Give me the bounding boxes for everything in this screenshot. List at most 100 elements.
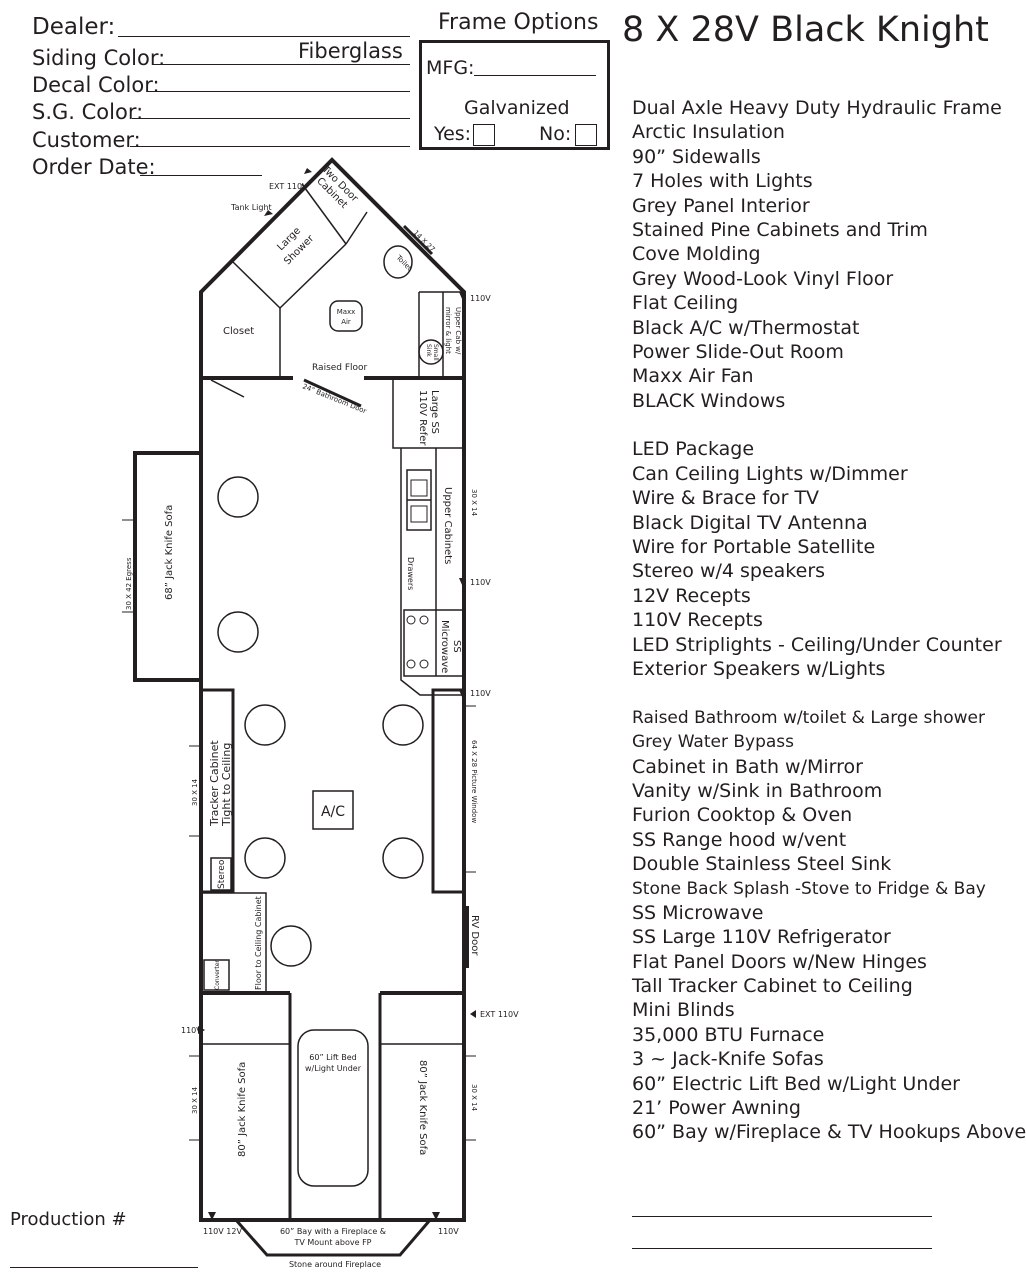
- window-30x14-bl-label: 30 X 14: [191, 1086, 199, 1114]
- bay-outline: [234, 1219, 432, 1257]
- stereo-box: [210, 857, 232, 891]
- window-14x27: [402, 224, 434, 256]
- galvanized-yes-checkbox[interactable]: [473, 124, 495, 146]
- microwave: [403, 609, 465, 677]
- floor-plan: EXT 110V Tank Light 110V Raised Floor 24…: [122, 157, 519, 1269]
- slide-out-room: [133, 451, 201, 682]
- egress-label: 30 X 42 Egress: [125, 557, 133, 610]
- customer-label: Customer:: [32, 128, 141, 152]
- siding-color-field[interactable]: [152, 64, 410, 65]
- feature-item: Black A/C w/Thermostat: [632, 316, 860, 339]
- raised-floor-label: Raised Floor: [312, 363, 368, 373]
- sofa-80-right-label: 80” Jack Knife Sofa: [417, 1060, 428, 1155]
- siding-color-label: Siding Color:: [32, 46, 166, 70]
- small-sink-label-2: Sink: [425, 344, 432, 357]
- decal-color-label: Decal Color:: [32, 73, 160, 97]
- feature-item: Flat Panel Doors w/New Hinges: [632, 950, 927, 973]
- galvanized-no-label: No:: [539, 123, 572, 145]
- ceiling-light: [244, 837, 286, 879]
- signature-line-1[interactable]: [632, 1216, 932, 1217]
- order-date-field[interactable]: [140, 175, 262, 176]
- feature-item: Arctic Insulation: [632, 121, 785, 144]
- production-field[interactable]: [10, 1267, 198, 1268]
- feature-item: 110V Recepts: [632, 609, 763, 632]
- ceiling-light: [244, 704, 286, 746]
- bathroom-door-label: 24” Bathroom Door: [301, 382, 367, 415]
- sofa-68-label: 68” Jack Knife Sofa: [164, 505, 175, 600]
- v110-label: 110V: [181, 1026, 202, 1035]
- v110-label: 110V: [438, 1227, 459, 1236]
- tracker-cabinet-label-1: Tracker Cabinet: [208, 740, 221, 827]
- ceiling-light: [270, 925, 312, 967]
- feature-item: LED Striplights - Ceiling/Under Counter: [632, 633, 1002, 656]
- order-date-label: Order Date:: [32, 155, 156, 179]
- feature-item: Double Stainless Steel Sink: [632, 853, 892, 876]
- bathroom-door: [303, 378, 362, 408]
- ext-110v-right-label: EXT 110V: [480, 1010, 519, 1019]
- outlet-marker: [198, 1026, 205, 1034]
- sofa-80-left-label: 80” Jack Knife Sofa: [237, 1062, 248, 1157]
- feature-item: SS Large 110V Refrigerator: [632, 926, 891, 949]
- feature-item: Wire & Brace for TV: [632, 487, 820, 510]
- upper-cab-label-2: mirror & light: [444, 307, 452, 354]
- decal-color-field[interactable]: [148, 91, 410, 92]
- converter-box: [203, 959, 230, 991]
- feature-item: Stereo w/4 speakers: [632, 560, 826, 583]
- feature-item: 21’ Power Awning: [632, 1097, 801, 1120]
- ac-label: A/C: [321, 804, 345, 820]
- tank-light-label: Tank Light: [230, 203, 272, 212]
- window-30x14-right-label: 30 X 14: [470, 489, 478, 517]
- microwave-label-1: SS: [451, 640, 462, 653]
- frame-options-box: MFG: Galvanized Yes: No:: [419, 40, 610, 150]
- feature-item: 3 ~ Jack-Knife Sofas: [632, 1048, 824, 1071]
- feature-item: 7 Holes with Lights: [632, 170, 813, 193]
- small-sink: [418, 339, 444, 365]
- feature-item: Cove Molding: [632, 243, 761, 266]
- feature-item: Dual Axle Heavy Duty Hydraulic Frame: [632, 97, 1002, 119]
- feature-item: Maxx Air Fan: [632, 365, 754, 388]
- window-30x14-left-label: 30 X 14: [191, 778, 199, 806]
- closet-label: Closet: [223, 326, 254, 337]
- sg-color-field[interactable]: [132, 118, 410, 119]
- page-title: 8 X 28V Black Knight: [622, 10, 989, 50]
- feature-item: Black Digital TV Antenna: [632, 511, 868, 534]
- lift-bed-label-2: w/Light Under: [305, 1064, 362, 1073]
- dealer-field[interactable]: [118, 36, 410, 37]
- galvanized-label: Galvanized: [464, 97, 570, 119]
- refrigerator-label-2: 110V Refer: [417, 390, 428, 446]
- signature-line-2[interactable]: [632, 1248, 932, 1249]
- feature-item: LED Package: [632, 438, 755, 461]
- drawers-label: Drawers: [406, 557, 415, 590]
- toilet: [383, 245, 413, 279]
- dealer-label: Dealer:: [32, 14, 116, 40]
- feature-item: Can Ceiling Lights w/Dimmer: [632, 462, 908, 485]
- rv-door-label: RV Door: [469, 915, 480, 956]
- feature-item: Stained Pine Cabinets and Trim: [632, 218, 928, 241]
- feature-item: Vanity w/Sink in Bathroom: [632, 779, 883, 802]
- bay-label-2: TV Mount above FP: [293, 1238, 371, 1247]
- customer-field[interactable]: [130, 146, 410, 147]
- kitchen-counter: [400, 448, 464, 696]
- ext-110v-top-label: EXT 110V: [269, 182, 308, 191]
- stone-label: Stone around Fireplace: [289, 1260, 381, 1269]
- ceiling-light: [217, 611, 259, 653]
- mfg-field[interactable]: [474, 75, 596, 76]
- galvanized-yes-label: Yes:: [434, 123, 472, 145]
- siding-color-value: Fiberglass: [298, 39, 403, 63]
- feature-item: Mini Blinds: [632, 999, 735, 1022]
- outlet-marker: [459, 690, 466, 698]
- mfg-label: MFG:: [426, 57, 475, 79]
- lift-bed-label-1: 60” Lift Bed: [309, 1053, 356, 1062]
- upper-cab-label-1: Upper Cab w/: [454, 307, 462, 355]
- ceiling-light: [382, 837, 424, 879]
- galvanized-no-checkbox[interactable]: [575, 124, 597, 146]
- ceiling-light: [217, 476, 259, 518]
- outlet-marker: [459, 578, 466, 586]
- picture-window: [431, 688, 466, 894]
- feature-item: Cabinet in Bath w/Mirror: [632, 755, 863, 778]
- feature-item: Power Slide-Out Room: [632, 340, 844, 363]
- outlet-marker: [264, 210, 273, 216]
- feature-item: 60” Electric Lift Bed w/Light Under: [632, 1072, 960, 1095]
- v110-label: 110V: [470, 578, 491, 587]
- feature-item: Grey Water Bypass: [632, 732, 795, 753]
